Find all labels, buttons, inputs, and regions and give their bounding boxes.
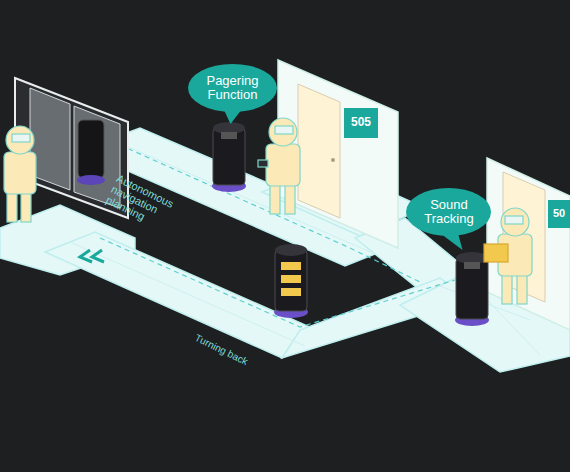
route-dash xyxy=(100,238,455,327)
bubble-text-holder: Sound Tracking xyxy=(422,198,476,226)
speech-bubble: Sound Tracking xyxy=(405,187,492,237)
person xyxy=(4,126,36,222)
room-number: 505 xyxy=(344,116,378,129)
bubble-text-holder: Pagering Function xyxy=(204,74,261,102)
room-number: 50 xyxy=(549,207,569,219)
person xyxy=(258,118,300,214)
bubble-label: Pagering Function xyxy=(204,74,261,102)
person xyxy=(484,208,532,304)
bubble-label: Sound Tracking xyxy=(422,198,476,226)
delivery-robot xyxy=(455,252,489,326)
delivery-robot xyxy=(212,122,246,192)
speech-bubble: Pagering Function xyxy=(187,63,278,113)
return-chevrons xyxy=(80,250,104,262)
bottom-lane xyxy=(45,232,330,358)
delivery-robot xyxy=(274,244,308,318)
